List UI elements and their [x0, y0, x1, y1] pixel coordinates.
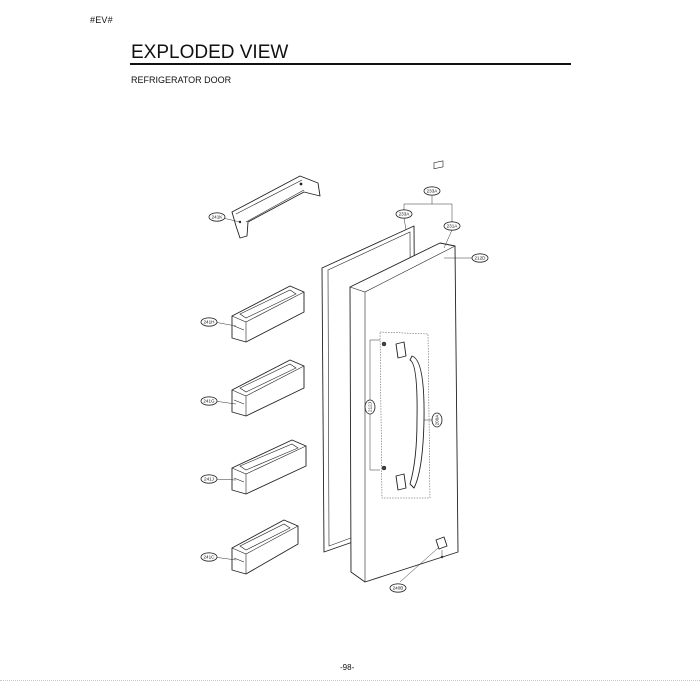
callout-door-group: 233A — [423, 186, 441, 196]
callout-handle-cap: 241K — [208, 212, 226, 222]
lower-hinge-part — [435, 536, 448, 559]
title-rule — [130, 63, 571, 65]
page-title: EXPLODED VIEW — [131, 42, 289, 63]
callout-label: 200A — [435, 414, 440, 426]
handle-bar-part — [409, 355, 425, 489]
page-subtitle: REFRIGERATOR DOOR — [131, 75, 232, 85]
callout-label: 212J — [368, 402, 373, 412]
door-basket-1-part — [231, 285, 305, 343]
callout-label: 233A — [399, 212, 411, 217]
handle-group-box — [379, 331, 431, 499]
callout-label: 241G — [203, 399, 215, 404]
callout-label: 241C — [204, 555, 216, 560]
door-panel-part — [349, 160, 459, 583]
callout-label: 241J — [204, 477, 214, 482]
callout-basket-1: 241H — [200, 317, 218, 327]
bottom-rule — [0, 680, 700, 681]
callout-basket-2: 241G — [200, 396, 218, 406]
page-number: -98- — [340, 663, 355, 672]
callout-label: 233A — [427, 189, 439, 194]
callout-handle: 200A — [431, 412, 443, 428]
callout-door-foam: 212D — [471, 253, 489, 263]
handle-mount-bottom — [381, 465, 407, 491]
door-basket-2-part — [231, 359, 305, 417]
callout-gasket: 233A — [395, 209, 413, 219]
callout-basket-4: 241C — [200, 552, 218, 562]
handle-cap-part — [231, 175, 321, 239]
callout-label: 241K — [212, 215, 224, 220]
callout-label: 241H — [204, 320, 215, 325]
corner-mark: #EV# — [90, 15, 113, 25]
callout-basket-3: 241J — [200, 474, 218, 484]
callout-handle-group: 212J — [364, 399, 376, 415]
handle-mount-top — [381, 341, 407, 359]
callout-door-liner: 231A — [443, 221, 461, 231]
callout-label: 212D — [475, 256, 487, 261]
callout-hinge: 240B — [389, 583, 407, 593]
callout-label: 231A — [447, 224, 459, 229]
door-basket-3-part — [231, 439, 307, 495]
leader-lines — [213, 196, 474, 583]
callout-label: 240B — [393, 586, 404, 591]
door-basket-4-part — [231, 519, 299, 575]
